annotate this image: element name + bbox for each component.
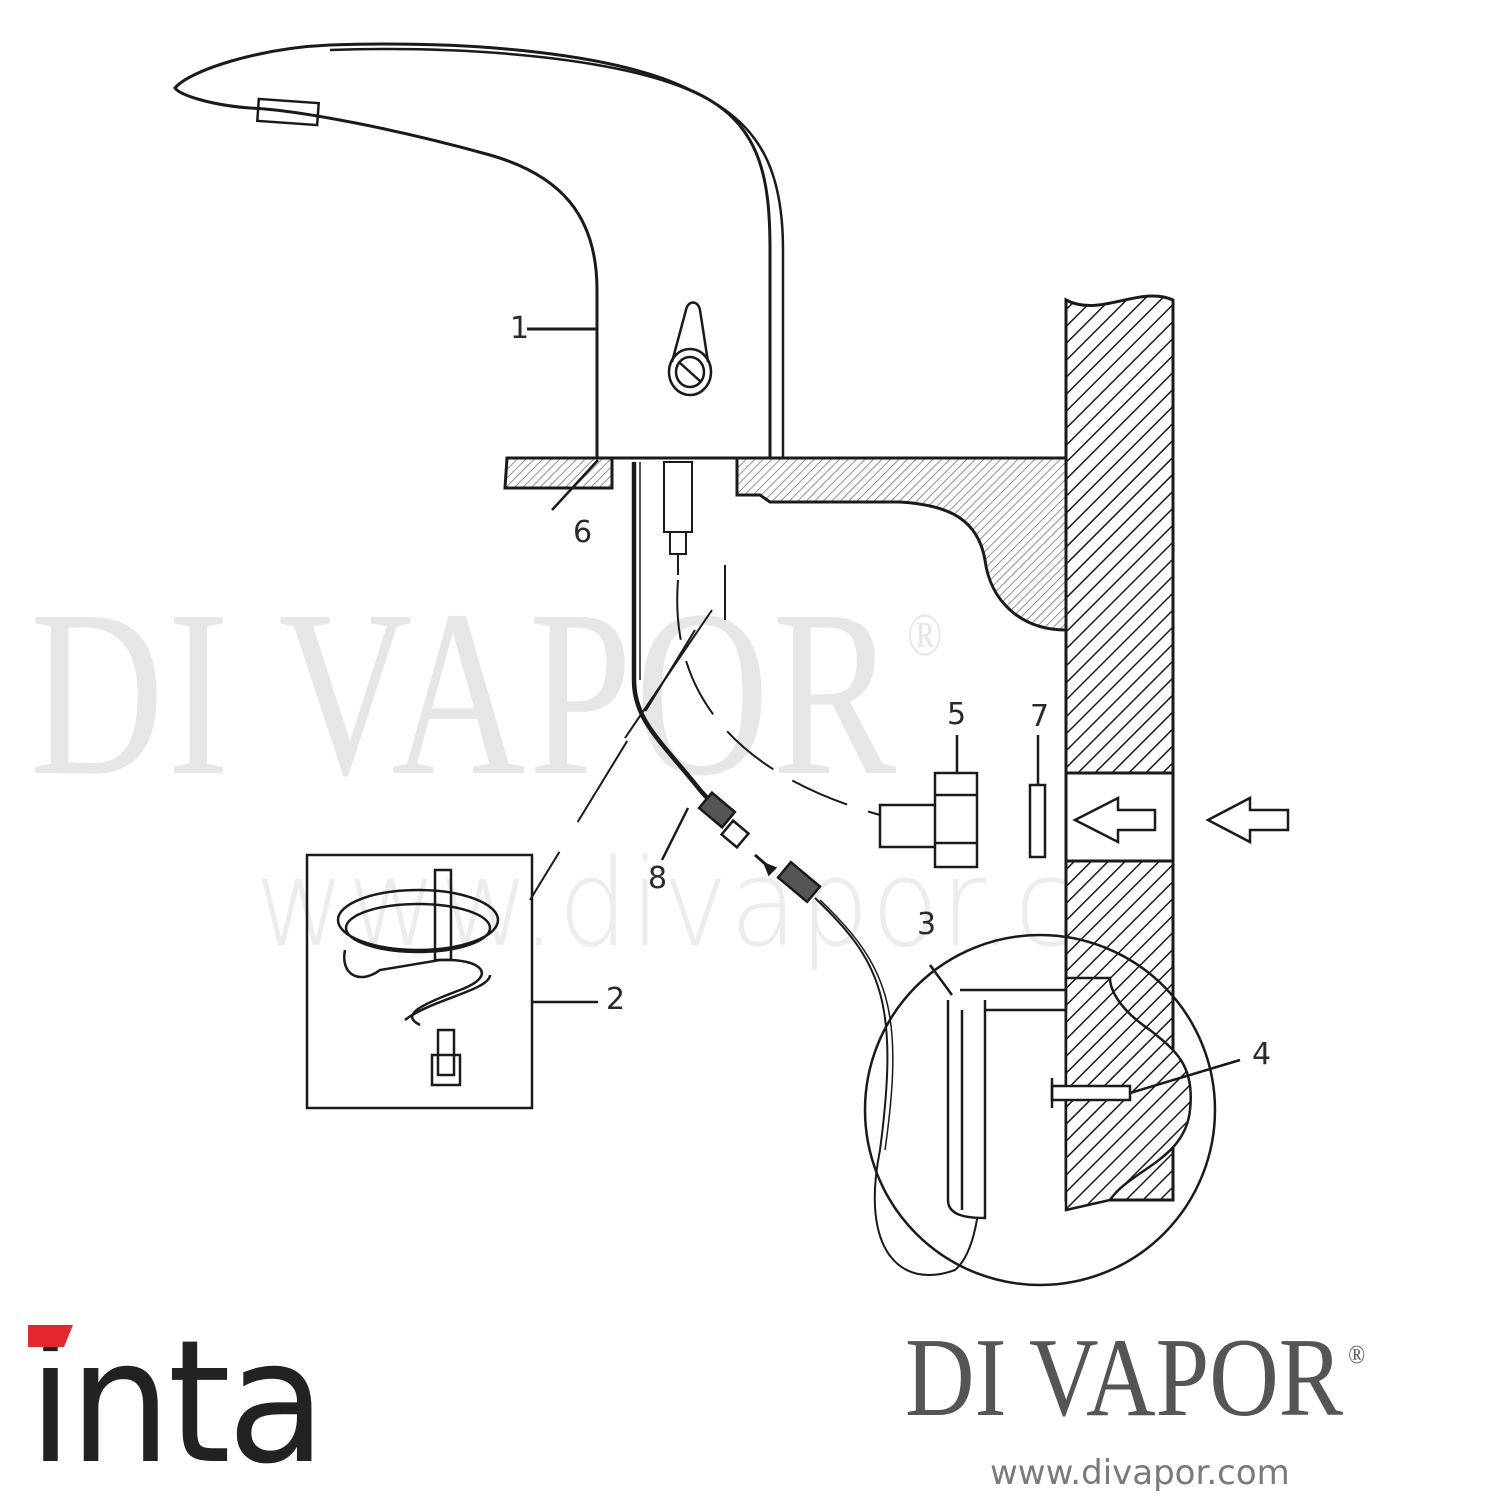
water-inlet-arrow-outer-icon: [1205, 795, 1290, 845]
divapor-logo: DI VAPOR®: [905, 1322, 1365, 1434]
callout-8: 8: [648, 861, 668, 896]
solenoid-valve: [878, 735, 979, 869]
callout-1: 1: [510, 311, 530, 346]
leader-6: [551, 459, 599, 511]
divapor-logo-text: DI VAPOR: [905, 1316, 1344, 1440]
callout-3: 3: [917, 907, 937, 942]
callout-6: 6: [573, 515, 593, 550]
sensor-cable: [631, 462, 720, 812]
control-box-detail: [863, 933, 1241, 1287]
inlet-hose: [529, 461, 881, 901]
filter: [1028, 735, 1047, 859]
inta-logo: inta: [28, 1304, 326, 1502]
divapor-url[interactable]: www.divapor.com: [990, 1453, 1290, 1493]
tap-body: [173, 42, 785, 458]
sensor-window-icon: [667, 301, 713, 397]
cable-connector: [660, 790, 982, 1276]
callout-2: 2: [606, 982, 626, 1017]
basin-deck: [503, 456, 1068, 632]
fixing-kit-box: [305, 853, 598, 1110]
callout-5: 5: [947, 697, 967, 732]
callout-7: 7: [1030, 699, 1050, 734]
water-inlet-arrow-inner-icon: [1072, 795, 1157, 845]
inta-logo-accent-icon: [28, 1325, 73, 1347]
divapor-registered-mark: ®: [1348, 1340, 1366, 1369]
callout-4: 4: [1252, 1037, 1272, 1072]
